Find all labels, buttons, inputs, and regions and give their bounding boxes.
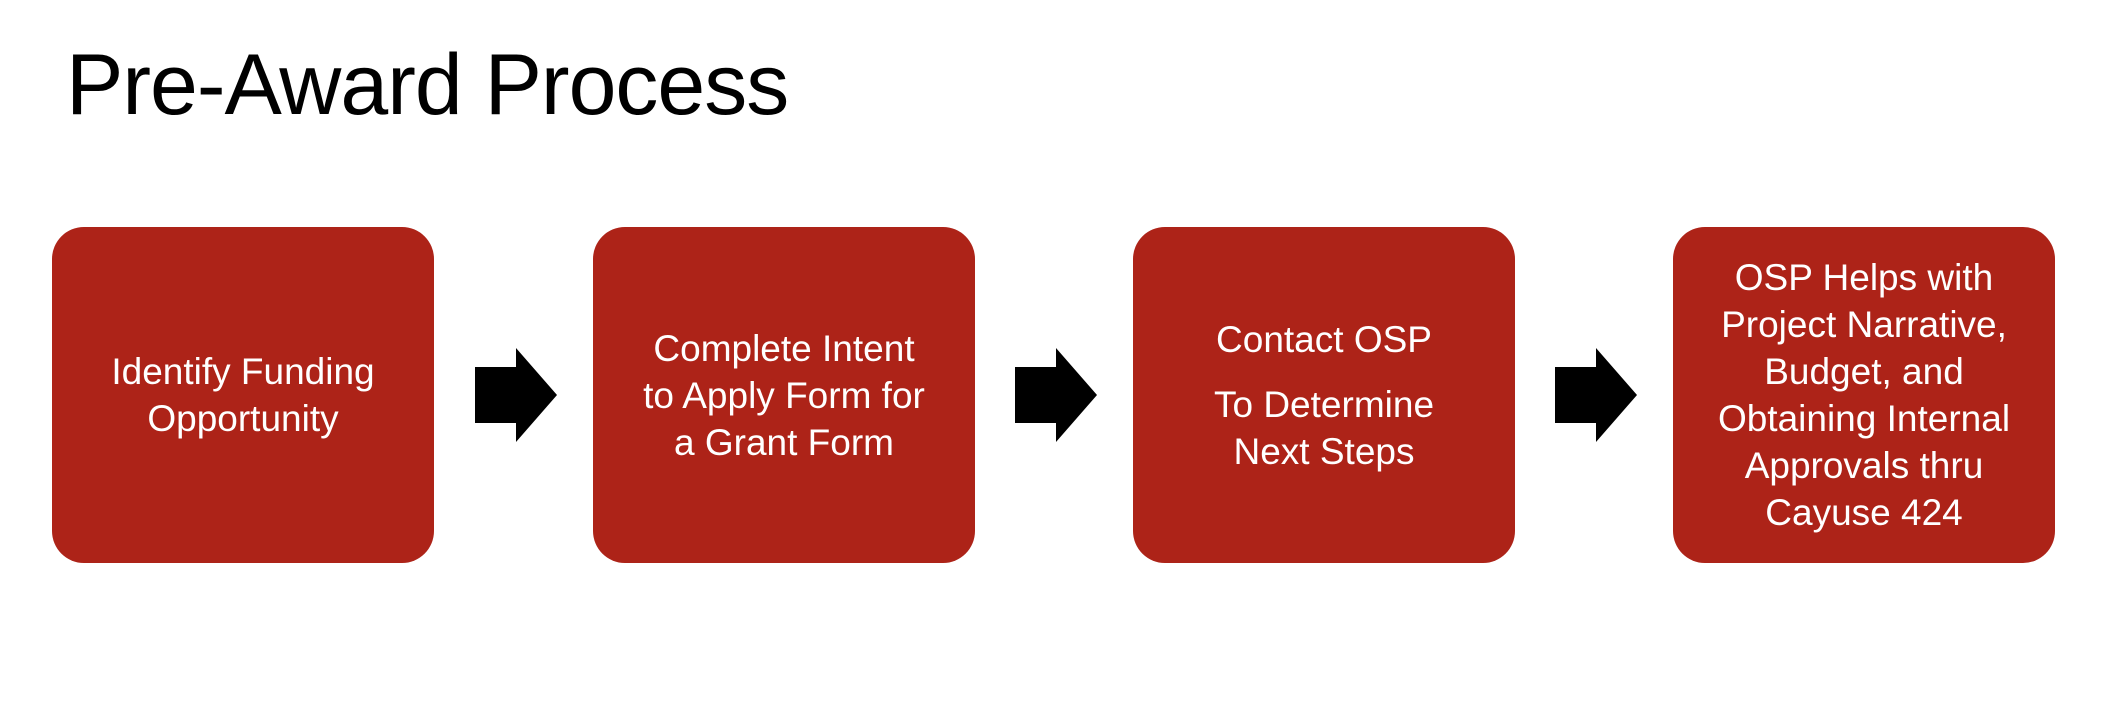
step-intent-to-apply: Complete Intent to Apply Form for a Gran… xyxy=(593,227,975,563)
step-identify-funding: Identify Funding Opportunity xyxy=(52,227,434,563)
step-line: a Grant Form xyxy=(674,421,894,463)
step-line: Budget, and xyxy=(1764,351,1964,392)
step-line: OSP Helps with xyxy=(1734,257,1994,298)
step-line: Approvals thru xyxy=(1744,445,1984,486)
step-text: Identify Funding Opportunity xyxy=(111,348,374,442)
step-line: Cayuse 424 xyxy=(1765,492,1963,533)
step-line: To Determine xyxy=(1213,383,1435,425)
step-text: To Determine Next Steps xyxy=(1214,381,1434,475)
step-line: Contact OSP xyxy=(1216,318,1432,360)
step-line: Obtaining Internal xyxy=(1717,398,2011,439)
page-title: Pre-Award Process xyxy=(66,37,789,133)
step-line: Project Narrative, xyxy=(1721,304,2007,345)
step-text: Complete Intent to Apply Form for a Gran… xyxy=(643,325,925,466)
step-line: Complete Intent xyxy=(653,327,915,369)
step-line: to Apply Form for xyxy=(643,374,925,416)
step-text: OSP Helps with Project Narrative, Budget… xyxy=(1718,254,2010,536)
step-line: Next Steps xyxy=(1233,430,1415,472)
step-line: Opportunity xyxy=(147,398,339,439)
right-arrow-icon xyxy=(1015,348,1097,442)
right-arrow-icon xyxy=(475,348,557,442)
step-line: Identify Funding xyxy=(111,351,375,392)
step-osp-helps: OSP Helps with Project Narrative, Budget… xyxy=(1673,227,2055,563)
step-contact-osp: Contact OSP To Determine Next Steps xyxy=(1133,227,1515,563)
right-arrow-icon xyxy=(1555,348,1637,442)
step-text: Contact OSP xyxy=(1216,316,1432,363)
